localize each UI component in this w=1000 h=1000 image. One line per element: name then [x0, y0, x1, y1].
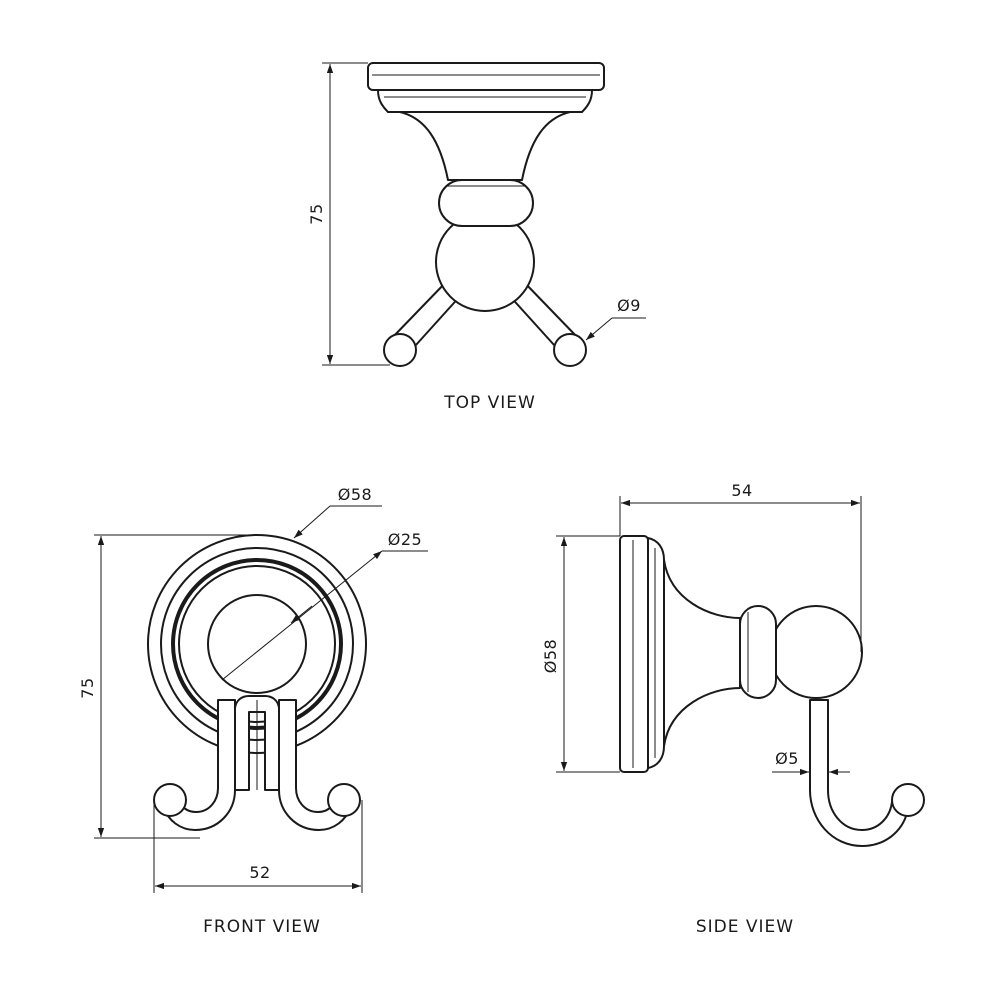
top-view-backplate [367, 62, 605, 91]
side-view-hook-diameter-label: Ø5 [775, 749, 799, 768]
side-view-step [647, 537, 665, 769]
top-view-ball-leader: Ø9 [585, 296, 646, 341]
front-view-left-ball [153, 783, 187, 817]
front-view-double-hook [163, 695, 351, 831]
front-view-right-ball [327, 783, 361, 817]
side-view-collar [739, 605, 777, 699]
front-view-outer-diameter-label: Ø58 [338, 485, 372, 504]
side-view-caption: SIDE VIEW [696, 917, 794, 937]
front-view-center-boss [207, 594, 307, 694]
side-view-ball [891, 783, 925, 817]
top-view-height-label: 75 [307, 203, 326, 224]
side-view-hook-dimension: Ø5 [772, 749, 850, 776]
side-view-hook [809, 699, 909, 847]
top-view: 75 Ø9 TOP VIEW [307, 62, 646, 413]
side-view-depth-dimension: 54 [619, 481, 862, 652]
side-view-neck [663, 559, 741, 747]
front-view-height-dimension: 75 [78, 534, 258, 839]
front-view-width-dimension: 52 [153, 800, 363, 893]
front-view: 75 52 Ø58 Ø25 FRONT VIEW [78, 485, 428, 937]
front-view-width-label: 52 [249, 863, 270, 882]
side-view-plate-diameter-label: Ø58 [541, 639, 560, 673]
side-view: 54 Ø58 Ø5 SIDE VIEW [541, 481, 925, 937]
front-view-caption: FRONT VIEW [203, 917, 321, 937]
top-view-collar [438, 179, 534, 227]
top-view-ball-diameter-label: Ø9 [617, 296, 641, 315]
top-view-left-ball [383, 333, 417, 367]
front-view-inner-leader: Ø25 [221, 530, 428, 681]
front-view-inner-diameter-label: Ø25 [388, 530, 422, 549]
side-view-backplate [619, 535, 649, 773]
side-view-sphere [769, 605, 863, 699]
top-view-height-dimension: 75 [307, 62, 390, 366]
side-view-depth-label: 54 [731, 481, 752, 500]
top-view-sphere [435, 212, 535, 312]
front-view-outer-leader: Ø58 [293, 485, 382, 539]
side-view-plate-dimension: Ø58 [541, 535, 620, 773]
top-view-step [377, 89, 593, 113]
top-view-right-ball [553, 333, 587, 367]
top-view-neck [399, 111, 571, 181]
top-view-caption: TOP VIEW [443, 393, 536, 413]
front-view-height-label: 75 [78, 677, 97, 698]
